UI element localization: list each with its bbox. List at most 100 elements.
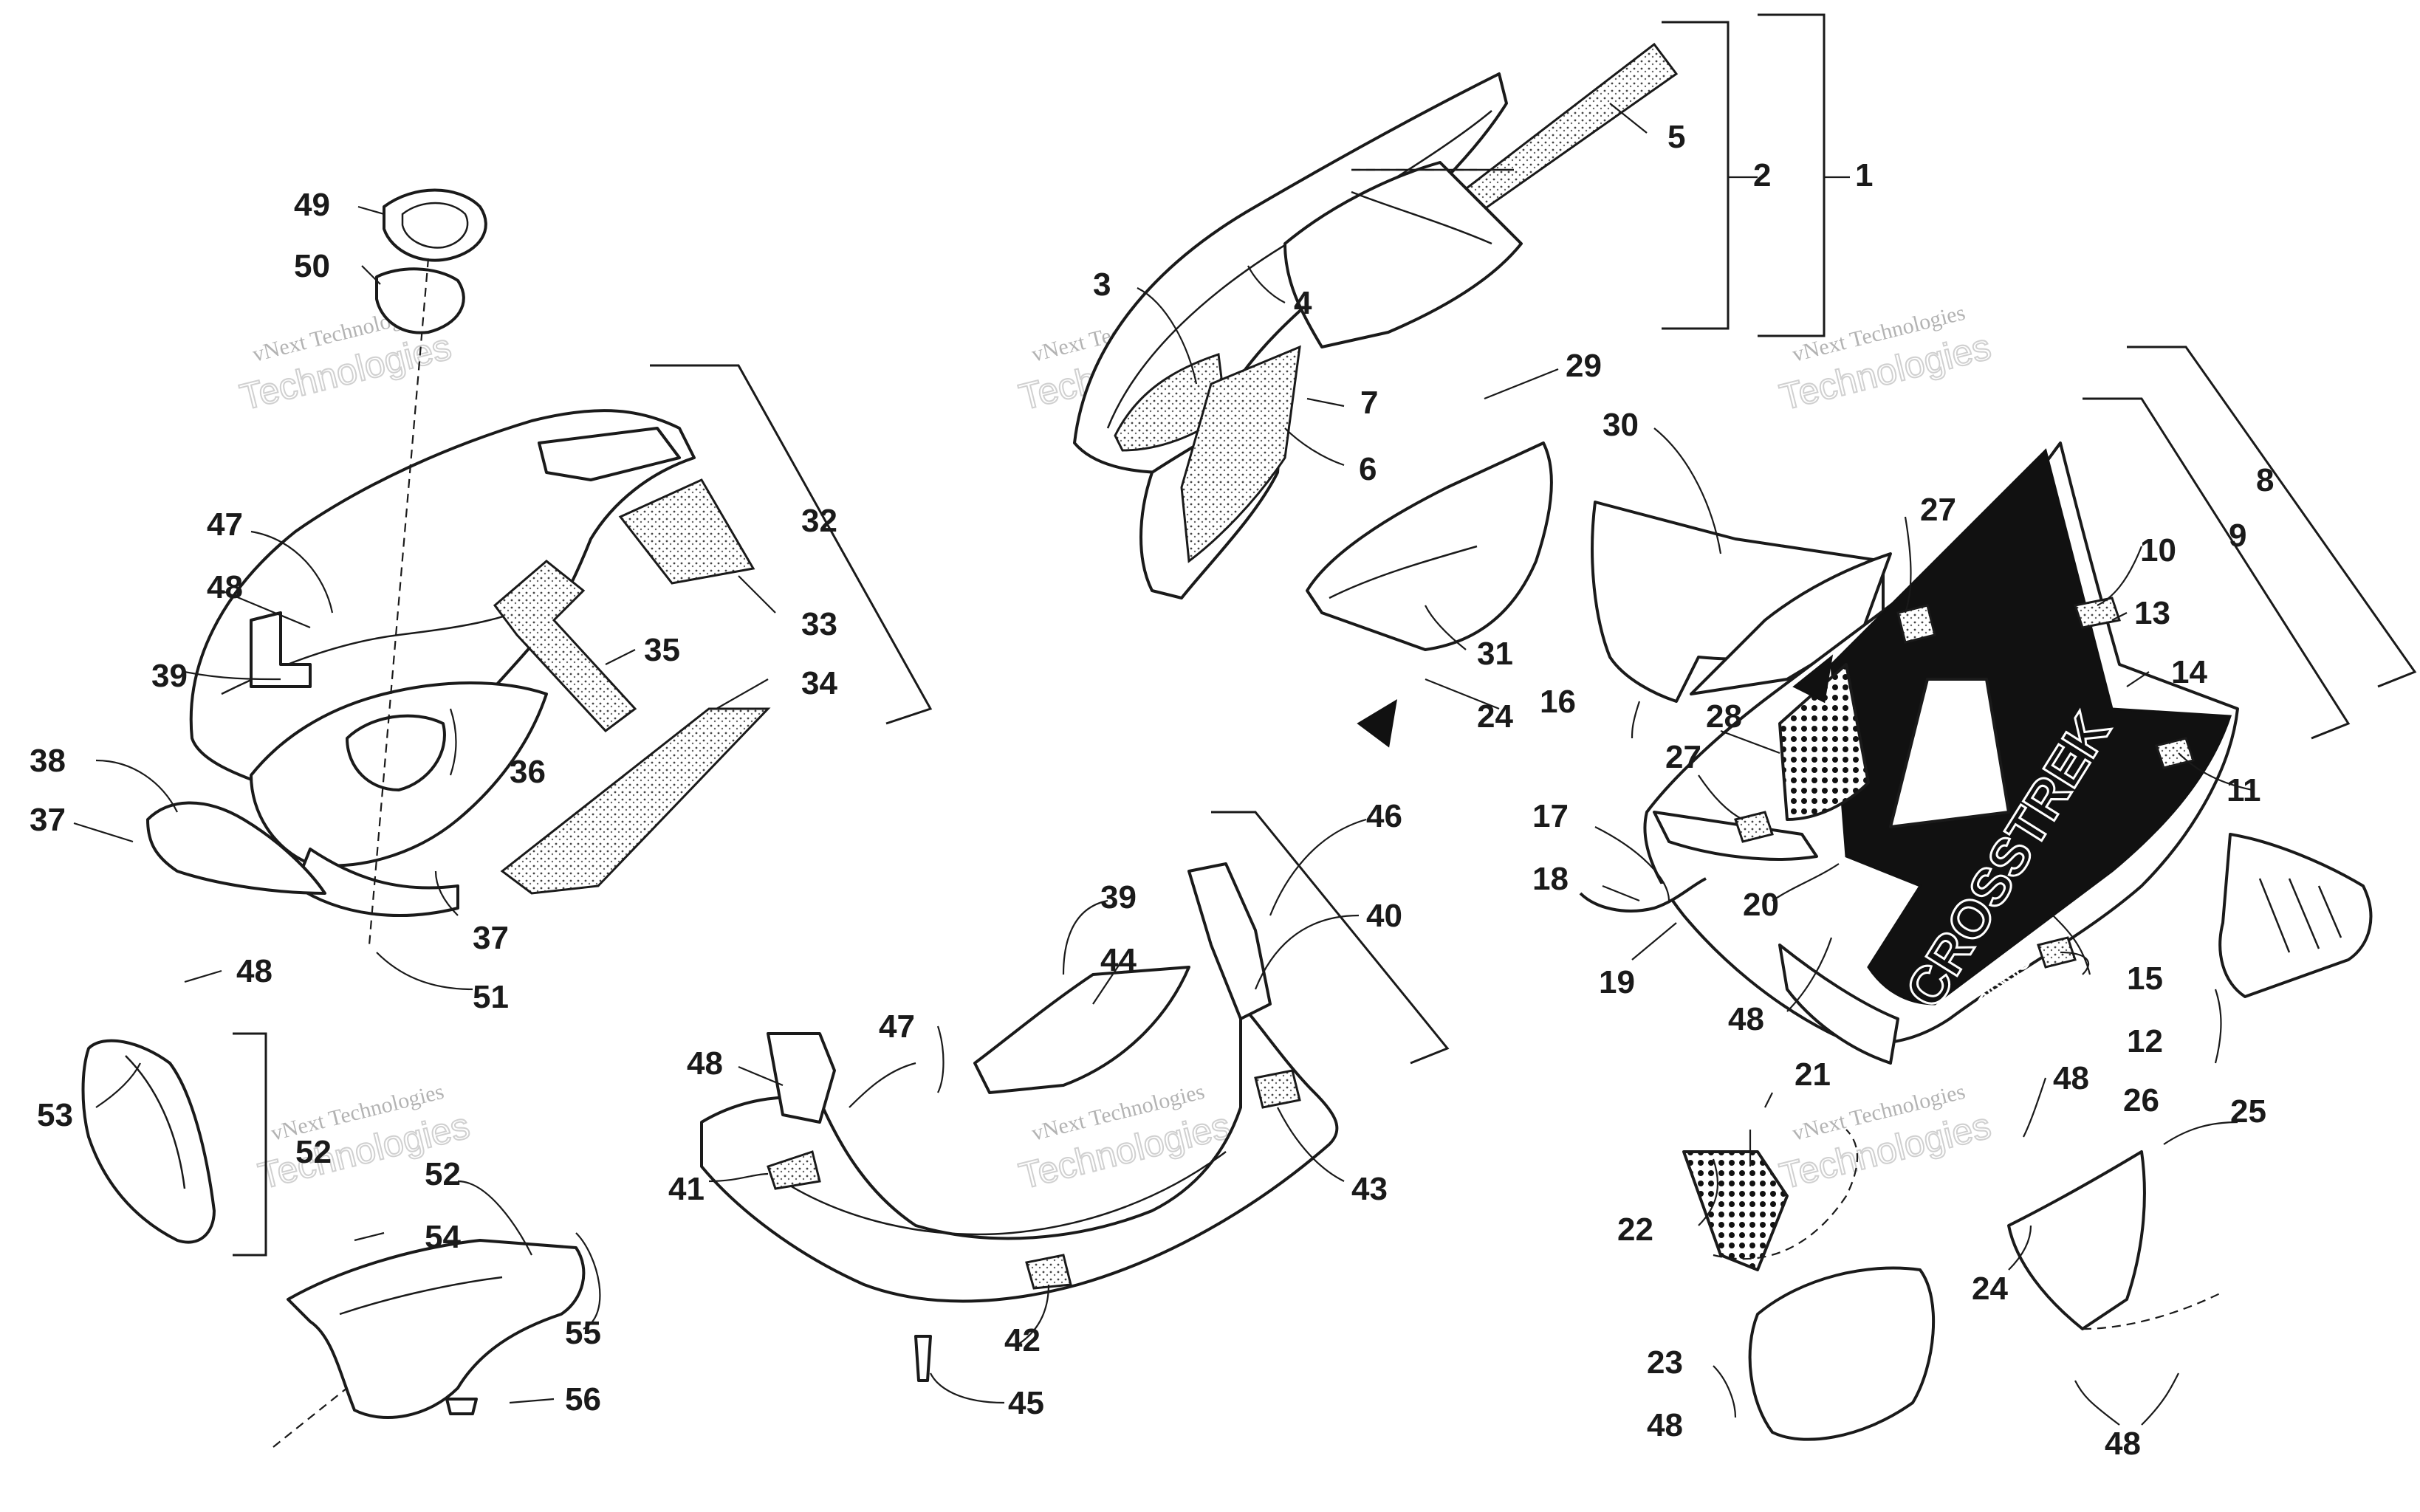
- leader-line: [575, 1232, 601, 1330]
- leader-line: [738, 1065, 784, 1087]
- leader-line: [1631, 922, 1677, 961]
- hood-gasket-inner: [401, 202, 469, 249]
- callout-38: 38: [30, 743, 66, 779]
- direction-arrow: [1792, 654, 1834, 704]
- leader-line: [1904, 516, 1912, 614]
- foam-belly-3: [1254, 1069, 1301, 1109]
- leader-line: [1594, 826, 1670, 901]
- assembly-brackets-top: [1662, 13, 1826, 337]
- leader-line: [1484, 368, 1559, 400]
- callout-20: 20: [1743, 887, 1779, 923]
- leader-line: [1062, 899, 1108, 975]
- bracket-40: [1211, 811, 1450, 1065]
- callout-24: 24: [1477, 698, 1513, 735]
- leader-line: [449, 708, 457, 776]
- leader-line: [849, 1062, 916, 1108]
- leader-line: [95, 1062, 141, 1108]
- belly-pan-contour: [782, 1150, 1227, 1236]
- leader-line: [2126, 671, 2150, 687]
- leader-line: [1254, 914, 1360, 990]
- callout-26: 26: [2123, 1082, 2159, 1118]
- leader-line: [354, 1231, 385, 1242]
- callout-27: 27: [1920, 492, 1956, 528]
- foam-belly: [767, 1150, 821, 1190]
- callout-41: 41: [668, 1171, 705, 1207]
- intake-duct-edge: [1329, 545, 1478, 599]
- callout-48g: 48: [687, 1045, 723, 1082]
- leader-line: [2008, 1225, 2032, 1271]
- air-box-frame: [1690, 552, 1892, 695]
- leader-line: [221, 589, 311, 629]
- callout-7: 7: [1360, 385, 1378, 421]
- assembly-brackets-right: [2083, 346, 2417, 740]
- callout-25: 25: [2230, 1093, 2266, 1130]
- callout-32: 32: [801, 503, 837, 539]
- leader-line: [1092, 959, 1123, 1005]
- callout-22: 22: [1617, 1212, 1653, 1248]
- callout-30: 30: [1603, 407, 1639, 443]
- leader-line: [936, 1025, 945, 1093]
- leader-line: [1425, 605, 1467, 650]
- side-panel-front: [81, 1039, 216, 1244]
- callout-37a: 37: [30, 802, 66, 838]
- leader-line: [184, 969, 222, 983]
- leader-line: [2074, 1380, 2120, 1426]
- callout-46: 46: [1366, 798, 1402, 834]
- leader-line: [1018, 1284, 1050, 1344]
- leader-line: [434, 870, 459, 916]
- hidden-line: [368, 258, 430, 946]
- seat-base: [1283, 161, 1523, 348]
- callout-48b: 48: [1647, 1407, 1683, 1443]
- foam-hood-small: [618, 478, 755, 585]
- callout-numbers: 5 2 1 3 4 7 6 29 30 31 24 27 8 9 10 13 1…: [30, 119, 2274, 1462]
- side-cover-rear: [2007, 1150, 2146, 1330]
- callout-34: 34: [801, 665, 837, 701]
- decal-graphic: [1830, 448, 2232, 1006]
- leader-line: [605, 649, 636, 665]
- side-vent-mesh: [1778, 663, 1870, 821]
- leader-line: [1602, 884, 1640, 902]
- intake-duct: [1306, 441, 1553, 651]
- callout-17: 17: [1532, 798, 1569, 834]
- seat-console-assembly: [1073, 42, 1679, 599]
- callout-11: 11: [2227, 772, 2261, 808]
- nose-opening: [346, 714, 446, 791]
- side-panel-front-edge: [125, 1055, 186, 1189]
- callout-19: 19: [1599, 964, 1635, 1000]
- headlight-lens: [146, 801, 326, 895]
- leader-line: [1631, 701, 1641, 739]
- leader-line: [1772, 863, 1840, 901]
- leader-line: [250, 530, 334, 614]
- skid-plate: [973, 966, 1190, 1094]
- bracket-8: [2127, 346, 2417, 688]
- belly-pan-rivet: [914, 1335, 932, 1382]
- callout-13: 13: [2134, 595, 2170, 631]
- callout-14: 14: [2171, 654, 2207, 690]
- leader-line: [1269, 818, 1367, 916]
- leader-line: [716, 678, 769, 709]
- leader-line: [184, 670, 281, 681]
- push-rivet: [445, 1398, 478, 1415]
- belly-pan-left-bracket: [767, 1032, 836, 1124]
- callout-53: 53: [37, 1097, 73, 1133]
- callout-12: 12: [2127, 1023, 2163, 1059]
- callout-2: 2: [1753, 157, 1771, 193]
- callout-39b: 39: [1100, 879, 1137, 915]
- bumper-support: [294, 848, 459, 917]
- callout-10: 10: [2140, 532, 2176, 568]
- bracket-52: [233, 1032, 267, 1257]
- leader-line: [1306, 397, 1345, 408]
- leader-line: [1284, 427, 1345, 467]
- callout-18: 18: [1532, 861, 1569, 897]
- leader-line: [376, 952, 473, 991]
- rear-vent-slats: [2258, 878, 2342, 953]
- heat-shield: [1682, 1150, 1789, 1271]
- hood-vent: [538, 427, 681, 481]
- leader-line: [1137, 287, 1198, 385]
- wire-harness: [1579, 877, 1707, 913]
- hood-bracket: [250, 611, 312, 688]
- callout-52a: 52: [295, 1134, 332, 1170]
- leader-line: [95, 759, 178, 813]
- callout-42: 42: [1004, 1322, 1041, 1358]
